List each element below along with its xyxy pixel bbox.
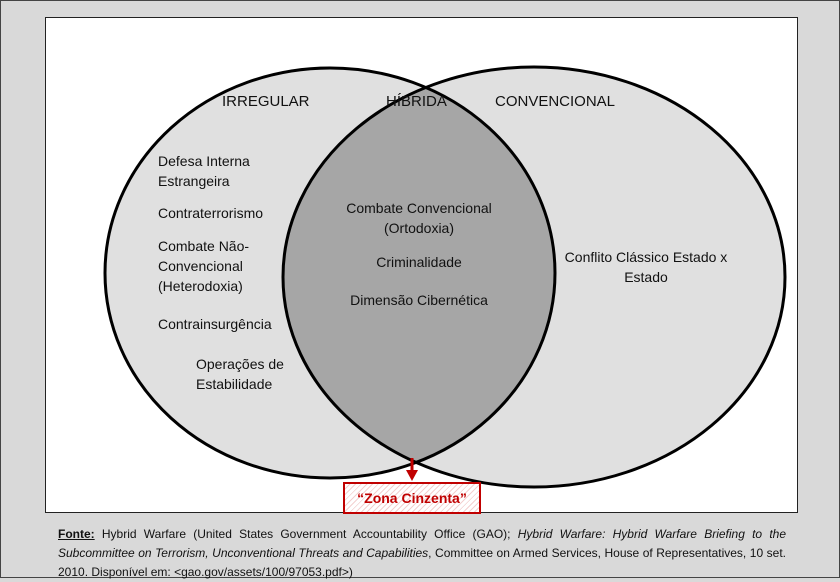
source-label: Fonte: [58,527,95,541]
irregular-item: Combate Não-Convencional (Heterodoxia) [158,238,250,294]
convencional-item: Conflito Clássico Estado x Estado [564,249,728,285]
irregular-item: Contrainsurgência [158,316,272,332]
irregular-item: Defesa Interna Estrangeira [158,153,250,189]
hibrida-header: HÍBRIDA [386,93,447,110]
irregular-item: Operações de Estabilidade [196,356,284,392]
source-title: Hybrid Warfare: Hybrid Warfare Briefing … [58,527,786,560]
convencional-header: CONVENCIONAL [495,93,616,110]
hibrida-overlap [283,68,555,478]
zona-cinzenta-label: “Zona Cinzenta” [343,482,481,514]
irregular-item: Contraterrorismo [158,205,264,221]
source-text: Hybrid Warfare (United States Government… [94,527,518,541]
hibrida-item: Criminalidade [376,254,462,270]
irregular-header: IRREGULAR [222,93,310,110]
hibrida-item: Combate Convencional (Ortodoxia) [346,200,492,236]
hibrida-item: Dimensão Cibernética [350,292,488,308]
source-text-end: , Committee on Armed Services, House of … [58,546,786,579]
source-caption: Fonte: Hybrid Warfare (United States Gov… [58,525,786,582]
arrow-head-icon [406,470,418,481]
